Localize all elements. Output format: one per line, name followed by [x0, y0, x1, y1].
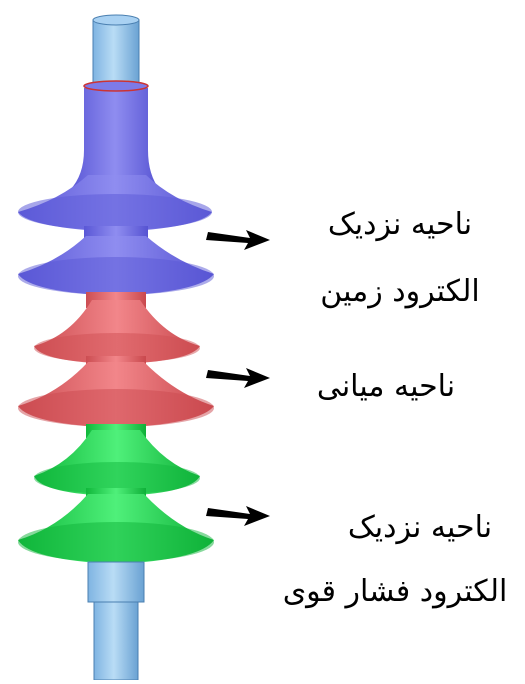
high-voltage-shed-1 [34, 424, 200, 496]
bottom-electrode [87, 561, 145, 681]
middle-shed-1 [34, 292, 200, 364]
ground-region-label-line1: ناحیه نزدیک [327, 207, 473, 242]
middle-region-label: ناحیه میانی [316, 369, 456, 404]
ground-shed-2 [18, 236, 214, 296]
high-voltage-shed-2 [18, 488, 214, 564]
ground-region-core [70, 80, 160, 190]
ground-shed-1 [18, 175, 212, 232]
arrow-icon [206, 506, 270, 526]
arrow-icon [206, 368, 270, 388]
ground-region-label-line2: الکترود زمین [320, 274, 480, 309]
top-electrode [92, 14, 140, 86]
middle-shed-2 [18, 356, 214, 428]
arrow-icon [206, 230, 270, 250]
high-voltage-region-label-line1: ناحیه نزدیک [347, 510, 493, 545]
high-voltage-region-label-line2: الکترود فشار قوی [282, 574, 508, 609]
